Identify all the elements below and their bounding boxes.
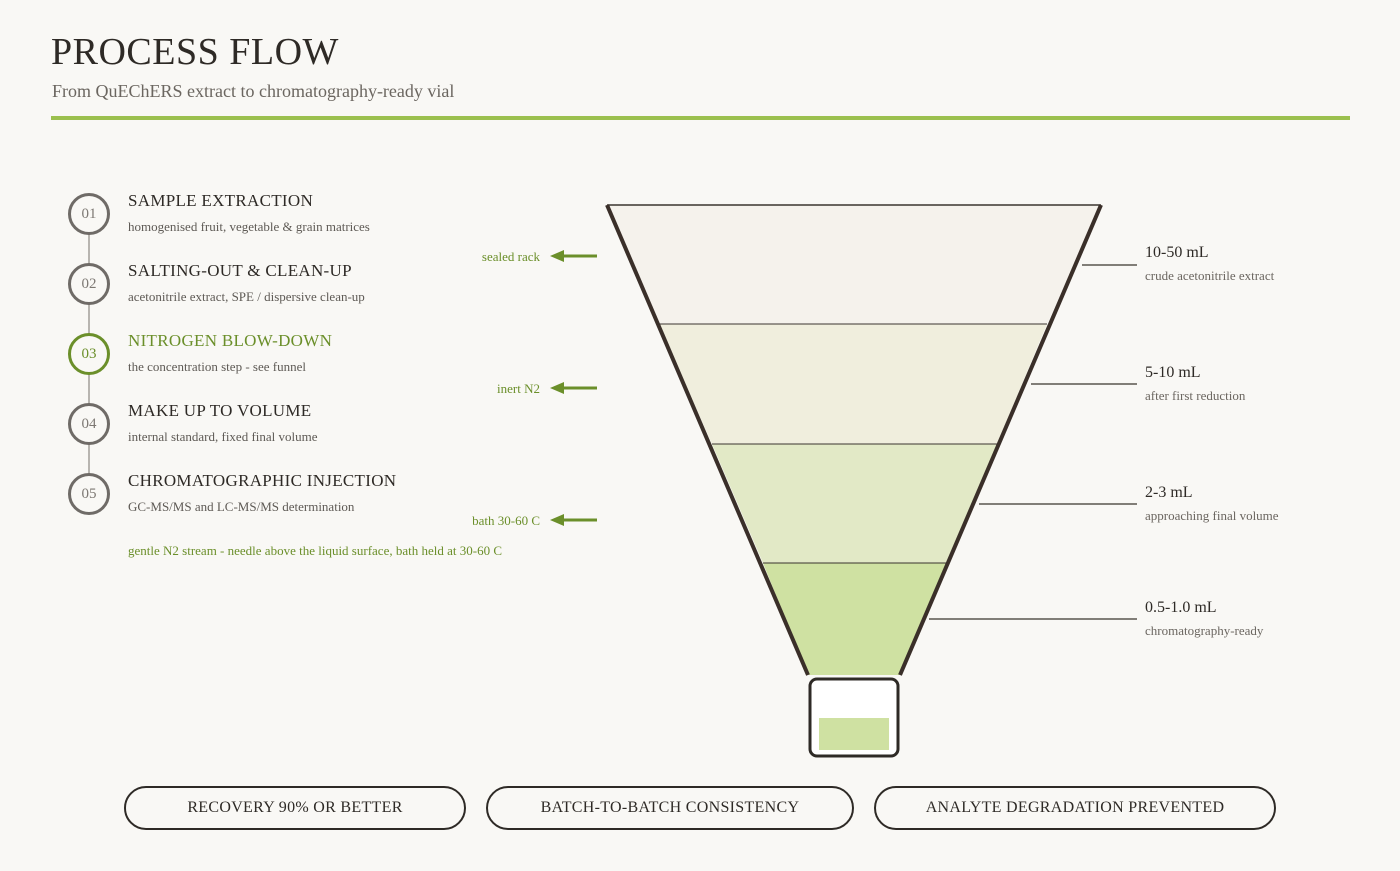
step-number-badge-active: 03 bbox=[68, 333, 110, 375]
step-number-badge: 04 bbox=[68, 403, 110, 445]
step-number-badge: 05 bbox=[68, 473, 110, 515]
stage-volume: 5-10 mL bbox=[1145, 364, 1201, 381]
funnel-band bbox=[763, 563, 947, 675]
vial-icon bbox=[808, 677, 900, 758]
step-title: CHROMATOGRAPHIC INJECTION bbox=[128, 471, 397, 490]
stage-description: chromatography-ready bbox=[1145, 623, 1264, 638]
step-connector bbox=[88, 304, 90, 334]
outcome-pill: ANALYTE DEGRADATION PREVENTED bbox=[874, 786, 1276, 830]
stage-volume: 10-50 mL bbox=[1145, 244, 1209, 261]
step-description: internal standard, fixed final volume bbox=[128, 429, 318, 444]
arrow-left-icon bbox=[550, 514, 597, 526]
step-title: SAMPLE EXTRACTION bbox=[128, 191, 314, 210]
step-title: MAKE UP TO VOLUME bbox=[128, 401, 312, 420]
header-rule bbox=[51, 116, 1350, 120]
stage-description: crude acetonitrile extract bbox=[1145, 268, 1275, 283]
page-title: PROCESS FLOW bbox=[51, 31, 339, 73]
step-title: SALTING-OUT & CLEAN-UP bbox=[128, 261, 352, 280]
funnel-band bbox=[712, 444, 997, 563]
step-description: the concentration step - see funnel bbox=[128, 359, 306, 374]
page-subtitle: From QuEChERS extract to chromatography-… bbox=[52, 81, 455, 101]
step-description: acetonitrile extract, SPE / dispersive c… bbox=[128, 289, 365, 304]
arrow-left-icon bbox=[550, 250, 597, 262]
stage-volume: 2-3 mL bbox=[1145, 484, 1193, 501]
step-description: homogenised fruit, vegetable & grain mat… bbox=[128, 219, 370, 234]
step-connector bbox=[88, 374, 90, 404]
outcome-pill: BATCH-TO-BATCH CONSISTENCY bbox=[486, 786, 854, 830]
step-number-badge: 01 bbox=[68, 193, 110, 235]
input-label: bath 30-60 C bbox=[472, 513, 540, 528]
stage-volume: 0.5-1.0 mL bbox=[1145, 599, 1217, 616]
input-label: sealed rack bbox=[481, 249, 540, 264]
stage-description: after first reduction bbox=[1145, 388, 1246, 403]
input-label: inert N2 bbox=[497, 381, 540, 396]
stage-description: approaching final volume bbox=[1145, 508, 1279, 523]
funnel-band bbox=[607, 205, 1101, 324]
arrow-left-icon bbox=[550, 382, 597, 394]
funnel-band bbox=[659, 324, 1047, 444]
process-note: gentle N2 stream - needle above the liqu… bbox=[128, 543, 502, 558]
step-description: GC-MS/MS and LC-MS/MS determination bbox=[128, 499, 355, 514]
step-connector bbox=[88, 444, 90, 474]
step-number-badge: 02 bbox=[68, 263, 110, 305]
outcome-pill: RECOVERY 90% OR BETTER bbox=[124, 786, 466, 830]
step-connector bbox=[88, 234, 90, 264]
step-title-active: NITROGEN BLOW-DOWN bbox=[128, 331, 333, 350]
